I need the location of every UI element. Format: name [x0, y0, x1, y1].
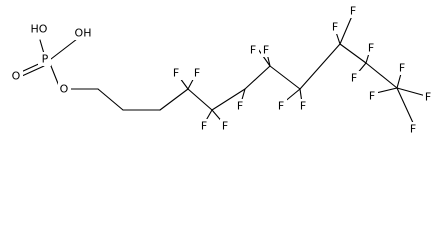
fluorine-atom: F [194, 67, 200, 80]
bond-cf [375, 87, 398, 94]
fluorine-atom: F [368, 42, 374, 55]
bond-c7-c8 [269, 65, 301, 90]
fluorine-atom: F [410, 123, 416, 136]
fluorine-atom: F [332, 21, 338, 34]
bond-c4-c5 [187, 88, 213, 111]
bond-p-oh [50, 38, 78, 60]
fluorine-atom: F [300, 100, 306, 113]
double-bonded-oxygen-atom: O [12, 70, 21, 83]
fluorine-atom: F [350, 5, 356, 18]
phosphorus-atom: P [42, 53, 49, 66]
bond-p-o-double-2 [21, 65, 45, 77]
fluorine-atom: F [278, 100, 284, 113]
hydroxyl-group-upper: HO [31, 23, 48, 36]
fluorine-atom: F [222, 120, 228, 133]
fluorine-atom: F [201, 120, 207, 133]
bond-cf [257, 48, 271, 67]
fluorine-atom: F [369, 90, 375, 103]
bond-cf [396, 87, 415, 126]
fluorine-atom: F [250, 44, 256, 57]
bond-c8-c9 [299, 43, 341, 90]
structural-formula: P O O HO OH F F F F F F F F F F F F [10, 4, 434, 136]
fluorine-atom: F [351, 72, 357, 85]
ester-oxygen-atom: O [60, 83, 69, 96]
bond-c6-c7 [244, 65, 271, 90]
bond-c3-c4 [159, 88, 189, 111]
fluorine-atom: F [399, 62, 405, 75]
hydroxyl-group-right: OH [75, 27, 92, 40]
bond-c5-c6 [211, 88, 246, 111]
atom-labels: P O O HO OH F F F F F F F F F F F F [10, 4, 434, 136]
bond-c1-c2 [97, 88, 124, 111]
fluorine-atom: F [263, 44, 269, 57]
fluorine-atom: F [173, 67, 179, 80]
fluorine-atom: F [237, 100, 243, 113]
bond-cf [396, 87, 427, 97]
bond-c10-c11 [365, 62, 398, 89]
bond-c9-c10 [339, 43, 367, 64]
bond-cf [339, 15, 353, 45]
fluorine-atom: F [425, 91, 431, 104]
